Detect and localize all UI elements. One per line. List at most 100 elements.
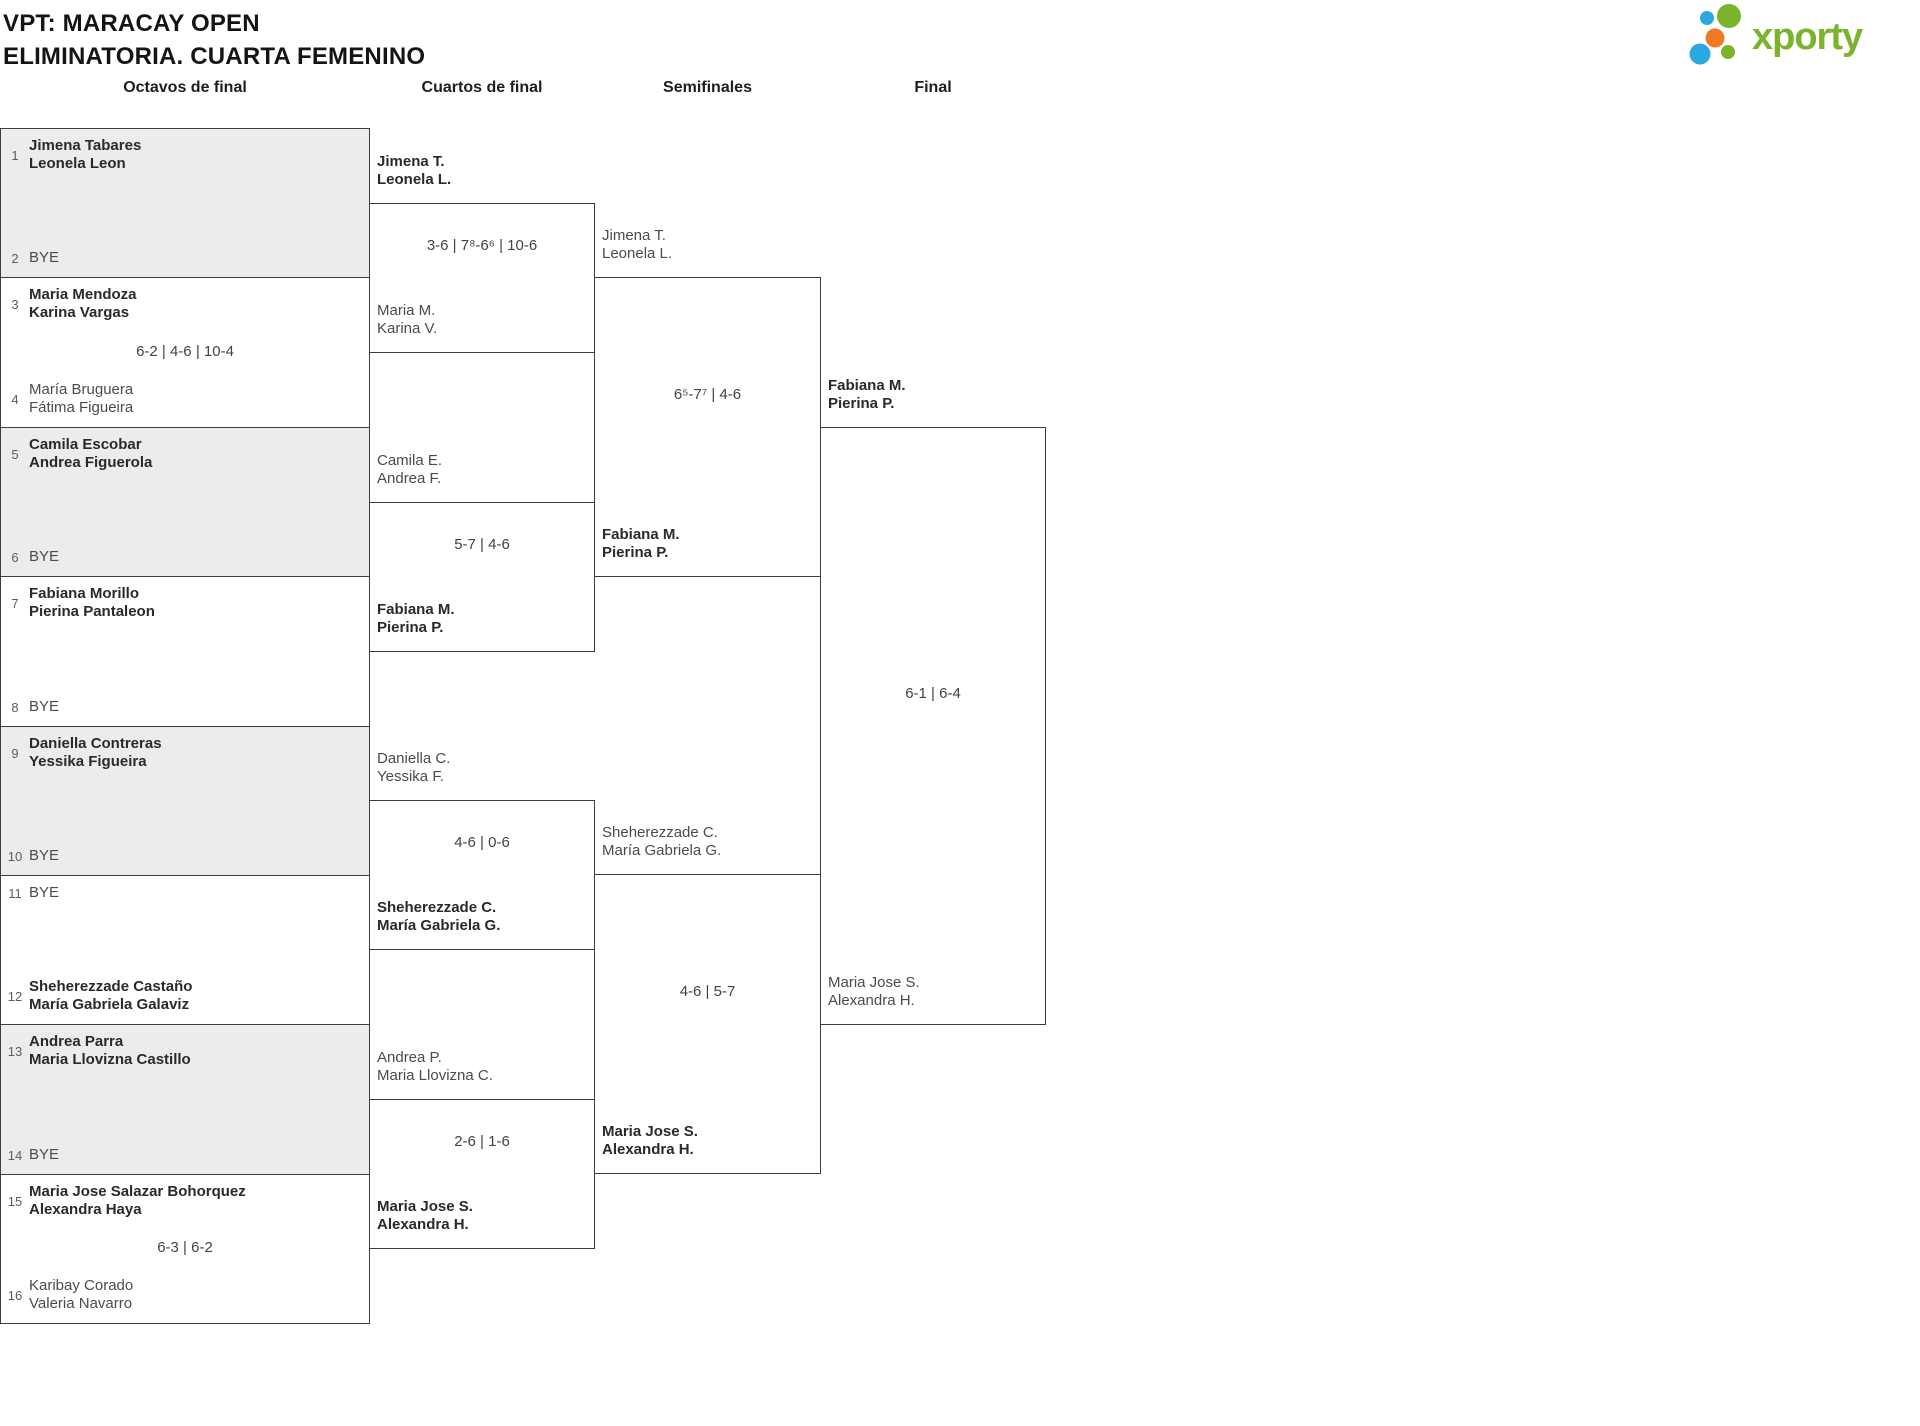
- team-name: BYE: [29, 249, 60, 266]
- team-row: 5 Camila Escobar Andrea Figuerola: [5, 436, 365, 472]
- team-name: BYE: [29, 1146, 60, 1163]
- xporty-logo-mark: [1689, 4, 1741, 65]
- team-name: Maria M. Karina V.: [377, 302, 438, 337]
- team-name: Fabiana M. Pierina P.: [828, 377, 906, 412]
- match-cuartos-4: Andrea P. Maria Llovizna C. 2-6 | 1-6 Ma…: [369, 1049, 595, 1249]
- team-name: Daniella Contreras Yessika Figueira: [29, 735, 162, 770]
- team-name: Jimena Tabares Leonela Leon: [29, 137, 142, 172]
- team-row: 9 Daniella Contreras Yessika Figueira: [5, 735, 365, 771]
- match-score: 4-6 | 5-7: [679, 983, 736, 1000]
- match-cuartos-1: Jimena T. Leonela L. 3-6 | 7⁸-6⁶ | 10-6 …: [369, 153, 595, 353]
- seed-number: 7: [11, 595, 19, 611]
- match-score: 6⁵-7⁷ | 4-6: [673, 386, 742, 403]
- team-row: 1 Jimena Tabares Leonela Leon: [5, 137, 365, 173]
- match-score: 4-6 | 0-6: [454, 834, 510, 851]
- tournament-name: VPT: MARACAY OPEN: [3, 10, 260, 37]
- team-name: Maria Jose S. Alexandra H.: [602, 1123, 698, 1158]
- team-name: BYE: [29, 548, 60, 565]
- match-score: 6-3 | 6-2: [157, 1239, 213, 1256]
- match-octavos-3: 5 Camila Escobar Andrea Figuerola 6 BYE: [0, 427, 370, 577]
- match-score: 6-2 | 4-6 | 10-4: [136, 342, 234, 360]
- team-name: Jimena T. Leonela L.: [602, 227, 673, 262]
- seed-number: 1: [11, 147, 19, 163]
- logo-dot-blue-large: [1689, 43, 1711, 65]
- team-row: 2 BYE: [5, 249, 365, 267]
- seed-number: 12: [7, 988, 23, 1004]
- team-name: BYE: [29, 884, 60, 901]
- match-octavos-6: 11 BYE 12 Sheherezzade Castaño María Gab…: [0, 875, 370, 1025]
- team-row: 7 Fabiana Morillo Pierina Pantaleon: [5, 585, 365, 621]
- seed-number: 11: [8, 885, 22, 901]
- team-name: BYE: [29, 847, 60, 864]
- match-score: 3-6 | 7⁸-6⁶ | 10-6: [426, 237, 538, 254]
- xporty-logo[interactable]: xporty: [1688, 4, 1918, 70]
- team-name: Maria Jose S. Alexandra H.: [828, 974, 920, 1009]
- seed-number: 10: [7, 848, 23, 864]
- team-row: 16 Karibay Corado Valeria Navarro: [5, 1277, 365, 1313]
- team-name: Jimena T. Leonela L.: [377, 153, 452, 188]
- page-title: VPT: MARACAY OPEN ELIMINATORIA. CUARTA F…: [3, 7, 425, 73]
- match-score: 2-6 | 1-6: [454, 1133, 510, 1150]
- match-octavos-5: 9 Daniella Contreras Yessika Figueira 10…: [0, 726, 370, 876]
- match-semifinal-1: Jimena T. Leonela L. 6⁵-7⁷ | 4-6 Fabiana…: [594, 227, 821, 577]
- team-name: Fabiana M. Pierina P.: [377, 601, 455, 636]
- team-name: Camila Escobar Andrea Figuerola: [29, 436, 153, 471]
- seed-number: 13: [7, 1043, 23, 1059]
- round-header-final: Final: [914, 79, 952, 96]
- match-semifinal-2: Sheherezzade C. María Gabriela G. 4-6 | …: [594, 824, 821, 1174]
- match-octavos-1: 1 Jimena Tabares Leonela Leon 2 BYE: [0, 128, 370, 278]
- team-name: Sheherezzade C. María Gabriela G.: [602, 824, 722, 859]
- match-score: 6-1 | 6-4: [905, 685, 961, 702]
- logo-dot-blue-small: [1700, 11, 1714, 25]
- team-row: 8 BYE: [5, 698, 365, 716]
- team-row: 6 BYE: [5, 548, 365, 566]
- match-score: 5-7 | 4-6: [454, 536, 510, 553]
- match-octavos-7: 13 Andrea Parra Maria Llovizna Castillo …: [0, 1024, 370, 1175]
- team-name: Karibay Corado Valeria Navarro: [29, 1277, 134, 1312]
- team-row: 10 BYE: [5, 847, 365, 865]
- seed-number: 4: [11, 391, 19, 407]
- bracket-subtitle: ELIMINATORIA. CUARTA FEMENINO: [3, 43, 426, 70]
- team-name: Maria Jose Salazar Bohorquez Alexandra H…: [29, 1183, 246, 1218]
- team-name: Sheherezzade Castaño María Gabriela Gala…: [29, 978, 193, 1013]
- team-row: 3 Maria Mendoza Karina Vargas: [5, 286, 365, 322]
- team-name: Fabiana M. Pierina P.: [602, 526, 680, 561]
- round-header-octavos: Octavos de final: [123, 79, 247, 96]
- team-row: 15 Maria Jose Salazar Bohorquez Alexandr…: [5, 1183, 365, 1219]
- team-row: 12 Sheherezzade Castaño María Gabriela G…: [5, 978, 365, 1014]
- logo-dot-green-small: [1721, 45, 1735, 59]
- team-row: 13 Andrea Parra Maria Llovizna Castillo: [5, 1033, 365, 1069]
- match-cuartos-3: Daniella C. Yessika F. 4-6 | 0-6 Shehere…: [369, 750, 595, 950]
- team-name: Daniella C. Yessika F.: [377, 750, 451, 785]
- xporty-wordmark: xporty: [1752, 16, 1863, 58]
- team-row: 11 BYE: [5, 884, 365, 902]
- team-name: Maria Jose S. Alexandra H.: [377, 1198, 473, 1233]
- logo-dot-green-large: [1717, 4, 1741, 28]
- seed-number: 8: [11, 699, 19, 715]
- round-header-semifinales: Semifinales: [663, 79, 752, 96]
- team-name: Camila E. Andrea F.: [377, 452, 443, 487]
- team-row: 14 BYE: [5, 1146, 365, 1164]
- team-name: Andrea P. Maria Llovizna C.: [377, 1049, 493, 1084]
- seed-number: 3: [11, 296, 19, 312]
- team-name: Fabiana Morillo Pierina Pantaleon: [29, 585, 155, 620]
- team-row: 4 María Bruguera Fátima Figueira: [5, 381, 365, 417]
- team-name: Maria Mendoza Karina Vargas: [29, 286, 137, 321]
- logo-dot-orange: [1705, 28, 1725, 48]
- seed-number: 9: [11, 745, 19, 761]
- team-name: María Bruguera Fátima Figueira: [29, 381, 134, 416]
- round-header-cuartos: Cuartos de final: [421, 79, 543, 96]
- match-octavos-4: 7 Fabiana Morillo Pierina Pantaleon 8 BY…: [0, 576, 370, 727]
- match-cuartos-2: Camila E. Andrea F. 5-7 | 4-6 Fabiana M.…: [369, 452, 595, 652]
- seed-number: 2: [11, 250, 19, 266]
- seed-number: 16: [7, 1287, 23, 1303]
- team-name: Andrea Parra Maria Llovizna Castillo: [29, 1033, 191, 1068]
- seed-number: 14: [7, 1147, 23, 1163]
- seed-number: 5: [11, 446, 19, 462]
- match-octavos-2: 3 Maria Mendoza Karina Vargas 6-2 | 4-6 …: [0, 277, 370, 428]
- match-final: Fabiana M. Pierina P. 6-1 | 6-4 Maria Jo…: [820, 377, 1046, 1025]
- seed-number: 6: [11, 549, 19, 565]
- team-name: BYE: [29, 698, 60, 715]
- seed-number: 15: [7, 1193, 23, 1209]
